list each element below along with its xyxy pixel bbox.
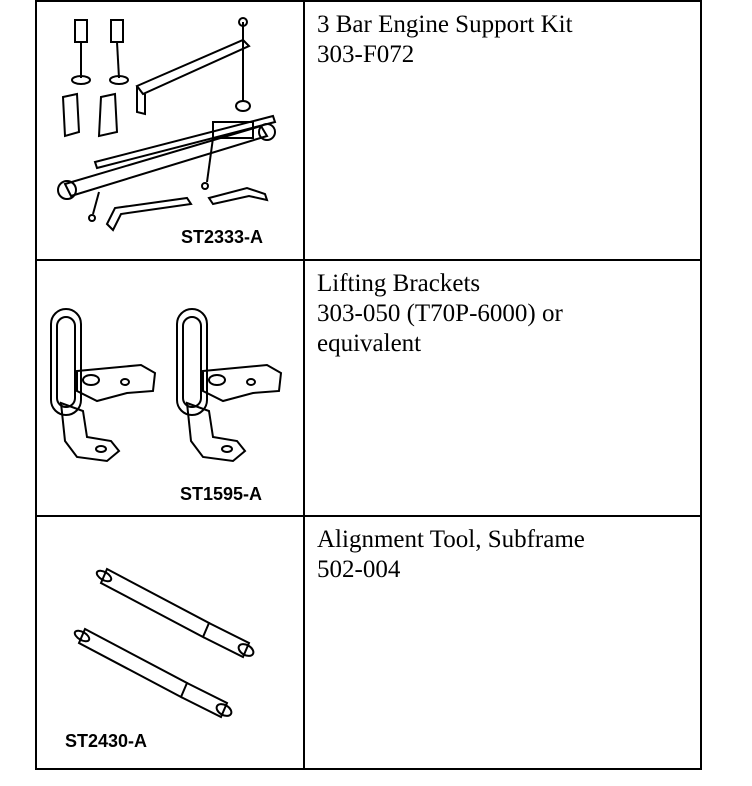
tool-description: 3 Bar Engine Support Kit 303-F072 (317, 10, 692, 70)
row-divider (37, 259, 700, 261)
special-tools-table: ST2333-A 3 Bar Engine Support Kit 303-F0… (35, 0, 702, 770)
figure-label: ST1595-A (180, 484, 263, 504)
alignment-tool-illustration (73, 567, 255, 719)
tool-name: Alignment Tool, Subframe (317, 526, 585, 553)
figure-label: ST2430-A (65, 731, 148, 751)
tool-number: 303-050 (T70P-6000) or (317, 300, 563, 327)
tool-number: 303-F072 (317, 41, 415, 68)
engine-support-kit-illustration (57, 17, 277, 232)
tool-illustration-cell: ST2333-A (37, 2, 303, 259)
tool-row: ST2430-A Alignment Tool, Subframe 502-00… (37, 517, 700, 768)
tool-number: 502-004 (317, 556, 401, 583)
tool-row: ST2333-A 3 Bar Engine Support Kit 303-F0… (37, 2, 700, 259)
tool-name: Lifting Brackets (317, 270, 481, 297)
tool-name: 3 Bar Engine Support Kit (317, 11, 573, 38)
tool-description: Alignment Tool, Subframe 502-004 (317, 525, 692, 585)
tool-description: Lifting Brackets 303-050 (T70P-6000) or … (317, 269, 692, 359)
row-divider (37, 515, 700, 517)
tool-number-continued: equivalent (317, 330, 422, 357)
tool-illustration-cell: ST2430-A (37, 517, 303, 768)
lifting-brackets-illustration (50, 308, 283, 463)
tool-illustration-cell: ST1595-A (37, 261, 303, 515)
figure-label: ST2333-A (181, 227, 264, 247)
tool-row: ST1595-A Lifting Brackets 303-050 (T70P-… (37, 261, 700, 515)
column-divider (303, 2, 305, 768)
